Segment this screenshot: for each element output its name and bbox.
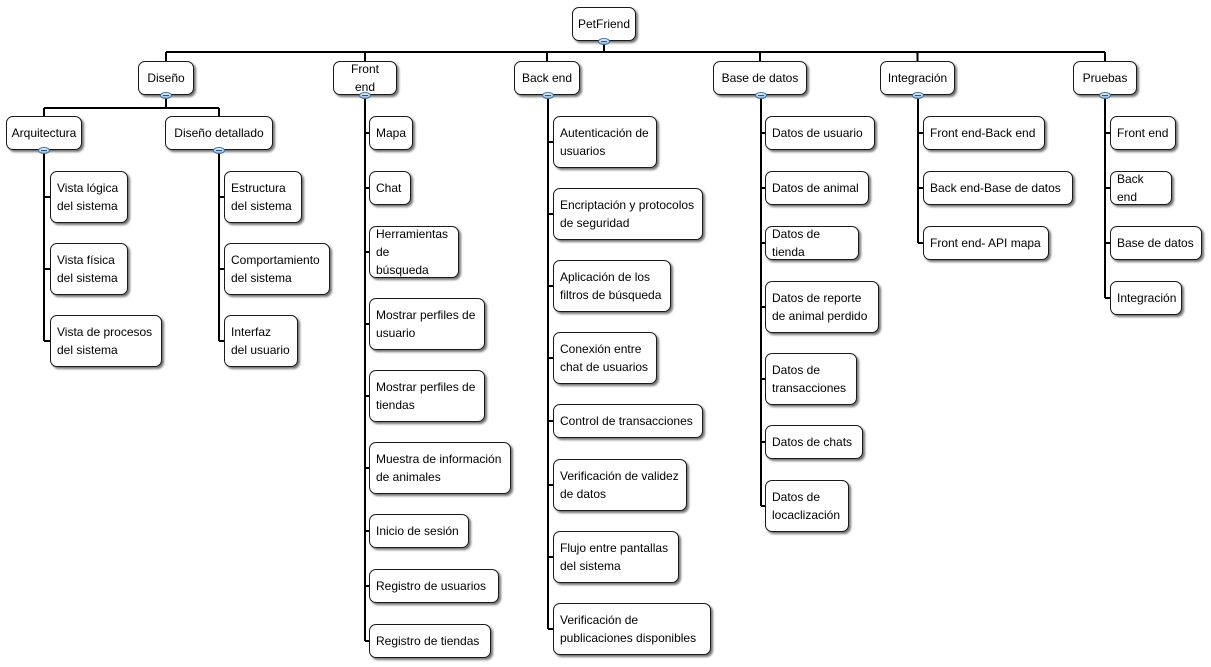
branch-back-end[interactable]: Back end (514, 61, 580, 95)
leaf-pruebas[interactable]: Back end (1110, 171, 1172, 205)
subgroup-diseno-detallado[interactable]: Diseño detallado (165, 116, 273, 150)
leaf-arquitectura[interactable]: Vista de procesos del sistema (50, 315, 162, 367)
leaf-back-end[interactable]: Control de transacciones (553, 404, 703, 438)
leaf-pruebas[interactable]: Integración (1110, 281, 1182, 315)
root-node[interactable]: PetFriend (572, 7, 636, 41)
branch-pruebas[interactable]: Pruebas (1073, 61, 1137, 95)
collapse-toggle-icon[interactable] (160, 91, 172, 99)
collapse-toggle-icon[interactable] (912, 91, 924, 99)
leaf-front-end[interactable]: Herramientas de búsqueda (369, 226, 459, 278)
collapse-toggle-icon[interactable] (213, 146, 225, 154)
branch-front-end[interactable]: Front end (333, 61, 397, 95)
leaf-pruebas[interactable]: Front end (1110, 116, 1176, 150)
branch-diseno[interactable]: Diseño (138, 61, 194, 95)
leaf-arquitectura[interactable]: Vista lógica del sistema (50, 171, 128, 223)
leaf-diseno-detallado[interactable]: Estructura del sistema (224, 171, 302, 223)
leaf-front-end[interactable]: Mostrar perfiles de usuario (369, 298, 485, 350)
leaf-integracion[interactable]: Front end-Back end (923, 116, 1045, 150)
leaf-back-end[interactable]: Conexión entre chat de usuarios (553, 332, 657, 384)
collapse-toggle-icon[interactable] (755, 91, 767, 99)
leaf-back-end[interactable]: Verificación de publicaciones disponible… (553, 603, 711, 655)
leaf-base-de-datos[interactable]: Datos de locaclización (765, 480, 849, 532)
leaf-base-de-datos[interactable]: Datos de reporte de animal perdido (765, 281, 879, 333)
collapse-toggle-icon[interactable] (598, 37, 610, 45)
leaf-diseno-detallado[interactable]: Comportamiento del sistema (224, 243, 330, 295)
subgroup-arquitectura[interactable]: Arquitectura (6, 116, 82, 150)
leaf-back-end[interactable]: Aplicación de los filtros de búsqueda (553, 260, 671, 312)
leaf-base-de-datos[interactable]: Datos de chats (765, 425, 863, 459)
leaf-integracion[interactable]: Back end-Base de datos (923, 171, 1073, 205)
leaf-front-end[interactable]: Chat (369, 171, 411, 205)
leaf-pruebas[interactable]: Base de datos (1110, 226, 1202, 260)
leaf-front-end[interactable]: Registro de usuarios (369, 569, 499, 603)
leaf-front-end[interactable]: Inicio de sesión (369, 514, 469, 548)
collapse-toggle-icon[interactable] (359, 91, 371, 99)
leaf-front-end[interactable]: Registro de tiendas (369, 624, 491, 658)
leaf-back-end[interactable]: Flujo entre pantallas del sistema (553, 531, 679, 583)
leaf-base-de-datos[interactable]: Datos de animal (765, 171, 869, 205)
leaf-arquitectura[interactable]: Vista física del sistema (50, 243, 128, 295)
leaf-integracion[interactable]: Front end- API mapa (923, 226, 1049, 260)
leaf-diseno-detallado[interactable]: Interfaz del usuario (224, 315, 298, 367)
leaf-base-de-datos[interactable]: Datos de transacciones (765, 353, 857, 405)
collapse-toggle-icon[interactable] (542, 91, 554, 99)
leaf-front-end[interactable]: Mapa (369, 116, 413, 150)
branch-base-de-datos[interactable]: Base de datos (713, 61, 807, 95)
leaf-back-end[interactable]: Encriptación y protocolos de seguridad (553, 188, 703, 240)
leaf-base-de-datos[interactable]: Datos de usuario (765, 116, 875, 150)
leaf-back-end[interactable]: Verificación de validez de datos (553, 459, 687, 511)
leaf-back-end[interactable]: Autenticación de usuarios (553, 116, 657, 168)
collapse-toggle-icon[interactable] (1099, 91, 1111, 99)
leaf-base-de-datos[interactable]: Datos de tienda (765, 226, 859, 260)
collapse-toggle-icon[interactable] (38, 146, 50, 154)
leaf-front-end[interactable]: Muestra de información de animales (369, 442, 511, 494)
branch-integracion[interactable]: Integración (880, 61, 955, 95)
leaf-front-end[interactable]: Mostrar perfiles de tiendas (369, 370, 485, 422)
